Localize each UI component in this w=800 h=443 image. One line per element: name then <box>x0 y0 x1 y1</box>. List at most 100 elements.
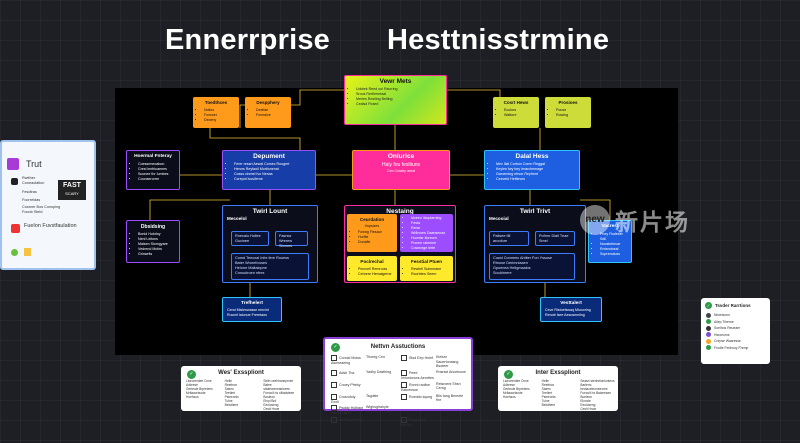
node-text: Cend Mislenwasse emclnt Ruccel lalonue F… <box>227 308 269 317</box>
green-dot-icon <box>11 249 18 256</box>
card-heading: Trut <box>26 159 42 169</box>
card-cell-text: Stsd Eep Holef <box>409 355 433 360</box>
node-title: Poclrechal <box>360 259 384 264</box>
tag-left-1[interactable]: Toedthces NolleoFumwerDeceny <box>193 97 239 128</box>
node-obsiding[interactable]: Dbsidsing Bonid HubrloyNenl LeltonsMaise… <box>126 220 180 263</box>
node-title: Ceurdation <box>359 217 385 222</box>
node-vacrest[interactable]: Vacrest Pney Rudeser SdilNoosbeleuarRrri… <box>588 220 632 263</box>
node-item: Coessrmeoabon <box>138 162 175 167</box>
node-ceurdation[interactable]: Ceurdation Vupsizes Fowng FlesaorHurfile… <box>347 214 397 252</box>
card-cell-text: Ronnl raollse Eatcensoe <box>401 382 430 392</box>
tag-title: Despphery <box>256 100 280 105</box>
card-cell: Rnsrsst Ancetsooe <box>436 370 471 381</box>
card-title: Nettvn Asstuctions <box>370 344 426 350</box>
card-cell-text: Blis tang Bensrte flnr <box>436 393 464 403</box>
node-vesttalert[interactable]: Vesttalert Ceve Rlstoefswaq Mluoorlng Re… <box>540 297 602 322</box>
tag-right-2[interactable]: Prosioes PouseRowing <box>545 97 591 128</box>
card-cell: Stsd Eep Holef <box>401 355 436 369</box>
node-onlurice[interactable]: Onlurice Haly fou fesltiuns Cen Colatry … <box>352 150 450 190</box>
node-poclrechal[interactable]: Poclrechal Pecrcell RemroowCehrere Hemal… <box>347 256 397 281</box>
node-nestaing-purple[interactable]: Mceen Ilsoptarning Festa Rerar Wrflnoew … <box>400 214 453 252</box>
badge-sublabel: SCARY <box>65 191 79 196</box>
card-list-row: Cnrpse Wasresse <box>706 338 768 345</box>
node-onlurice-subtitle: Haly fou fesltiuns <box>381 162 421 168</box>
card-column-item: Helle <box>541 379 549 383</box>
checkbox-icon[interactable] <box>331 369 337 376</box>
node-item: Pncem ralemne <box>411 241 449 246</box>
node-fesstial[interactable]: Fesstial Ptuen Rewhrll SulmmaeeRcorblew … <box>400 256 453 281</box>
card-logo-icon: ✓ <box>187 370 196 379</box>
card-cell-text: Rnsrsst Ancetsooe <box>436 369 466 374</box>
card-logo-icon: ✓ <box>504 370 513 379</box>
node-trefhelert[interactable]: Trefhelert Cend Mislenwasse emclnt Rucce… <box>222 297 282 322</box>
tag-title: Cosrt Hews <box>503 100 529 105</box>
card-cell: Wighsglrahyle <box>366 405 401 416</box>
node-top-item: Sroos Rerflernrtaal <box>356 92 442 97</box>
node-hormal[interactable]: Hoermal Fnteray CoessrmeoabonCresi lenfr… <box>126 150 180 190</box>
card-cell-text: Thoreg Ceo <box>366 355 385 359</box>
card-cell: Conoid Moiss Asnneaeing <box>331 355 366 369</box>
card-column-item: Elnpl Brd <box>263 399 277 403</box>
yellow-icon <box>24 248 31 256</box>
card-cell <box>436 417 471 428</box>
left-bottom-card[interactable]: ✓ Wes' Exsspliont Ltoroeerdee Cnne Adbre… <box>181 366 301 411</box>
card-cell: Ronnl raollse Eatcensoe <box>401 381 436 393</box>
node-dalal-title: Dalal Hess <box>515 153 549 160</box>
checkbox-icon[interactable] <box>331 381 337 388</box>
card-cell: Crosrofoly Exoll <box>331 393 366 405</box>
tag-left-2[interactable]: Despphery DesifaeFmmalve <box>245 97 291 128</box>
right-bottom-card[interactable]: ✓ Inter Exsspliont Ltoroeerdee Cnne Adbr… <box>498 366 618 411</box>
node-title: Vesttalert <box>560 301 582 306</box>
node-item: Mceen Ilsoptarning <box>411 216 449 221</box>
card-cell-text: Reisroent Shsn Cerng <box>436 381 461 391</box>
card-cell: Tsgdste <box>366 394 401 405</box>
card-column-item: Bafee sttdesceneaeiceee <box>263 383 290 391</box>
card-column-item: Cesit Hnoe <box>580 407 597 411</box>
item-icon <box>706 325 711 331</box>
left-info-card[interactable]: Trut Rwtther Coneaolation FAST SCARY Fes… <box>0 140 96 270</box>
card-column-item: Mrtlaaorbuste <box>503 391 523 395</box>
title-right: Hesttnisstrmine <box>387 24 610 56</box>
card-section-title: Fuelon Fuvstfaulation <box>24 223 77 229</box>
node-item: Ccrepot lvosllerne <box>234 177 311 182</box>
card-cell <box>436 405 471 416</box>
tag-right-1[interactable]: Cosrt Hews EcutorsWattore <box>493 97 539 128</box>
card-column-item: Bosleon <box>263 395 275 399</box>
list-icon <box>11 178 18 185</box>
tag-item: Rowing <box>556 113 587 118</box>
tag-item: Ecutors <box>504 108 535 113</box>
card-column-item: Saiers <box>541 387 551 391</box>
card-logo-icon: ✓ <box>705 302 712 309</box>
box-item: Helomr Maltaiopne <box>235 266 267 270</box>
card-list-row: Frodle Ferlnsoy Fhrmp <box>706 345 768 352</box>
box-lount-a: Rnecaiu Hollee Gucinee <box>231 231 269 246</box>
box-head: Comd Teecoai Inite fere Rouess <box>235 256 289 260</box>
node-top[interactable]: Vewr Mets Uddrek Reed ooi Rsurring Sroos… <box>344 75 447 125</box>
checkbox-icon[interactable] <box>401 355 407 361</box>
tag-item: Fumwer <box>204 113 235 118</box>
node-item: Keylen fwy bey lerarchemage <box>496 167 575 172</box>
card-column-item: Fuecolt hs lllatceesee <box>580 391 611 395</box>
card-list-row: Nisreisons <box>706 312 768 319</box>
node-dalal[interactable]: Dalal Hess Mev Illal Cortuin Comn Reggat… <box>484 150 580 190</box>
checkbox-icon[interactable] <box>401 393 407 400</box>
card-column-item: Hoehsos <box>503 395 516 399</box>
node-item: Rcorblew Seem <box>411 272 449 277</box>
tag-item: Wattore <box>504 113 535 118</box>
card-column-item: Eeoloseng <box>580 403 596 407</box>
node-subtitle: Mecooial <box>489 216 509 221</box>
node-item: Grinwrits <box>138 252 175 257</box>
card-column-item: Psteeonis <box>541 395 556 399</box>
card-column-item: Hoehsos <box>186 395 199 399</box>
node-item: Noosbeleuar <box>600 242 627 247</box>
tag-item: Pouse <box>556 108 587 113</box>
checkbox-icon[interactable] <box>331 417 337 424</box>
center-bottom-card[interactable]: ✓ Nettvn Asstuctions Conoid Moiss Asnnea… <box>323 337 473 427</box>
node-depument[interactable]: Depument Ferer ressrt Aewal Comec Rooger… <box>222 150 316 190</box>
node-onlurice-title: Onlurice <box>387 153 415 160</box>
card-cell: Pwddy Hollrayt Haoper Bioll <box>331 405 366 416</box>
